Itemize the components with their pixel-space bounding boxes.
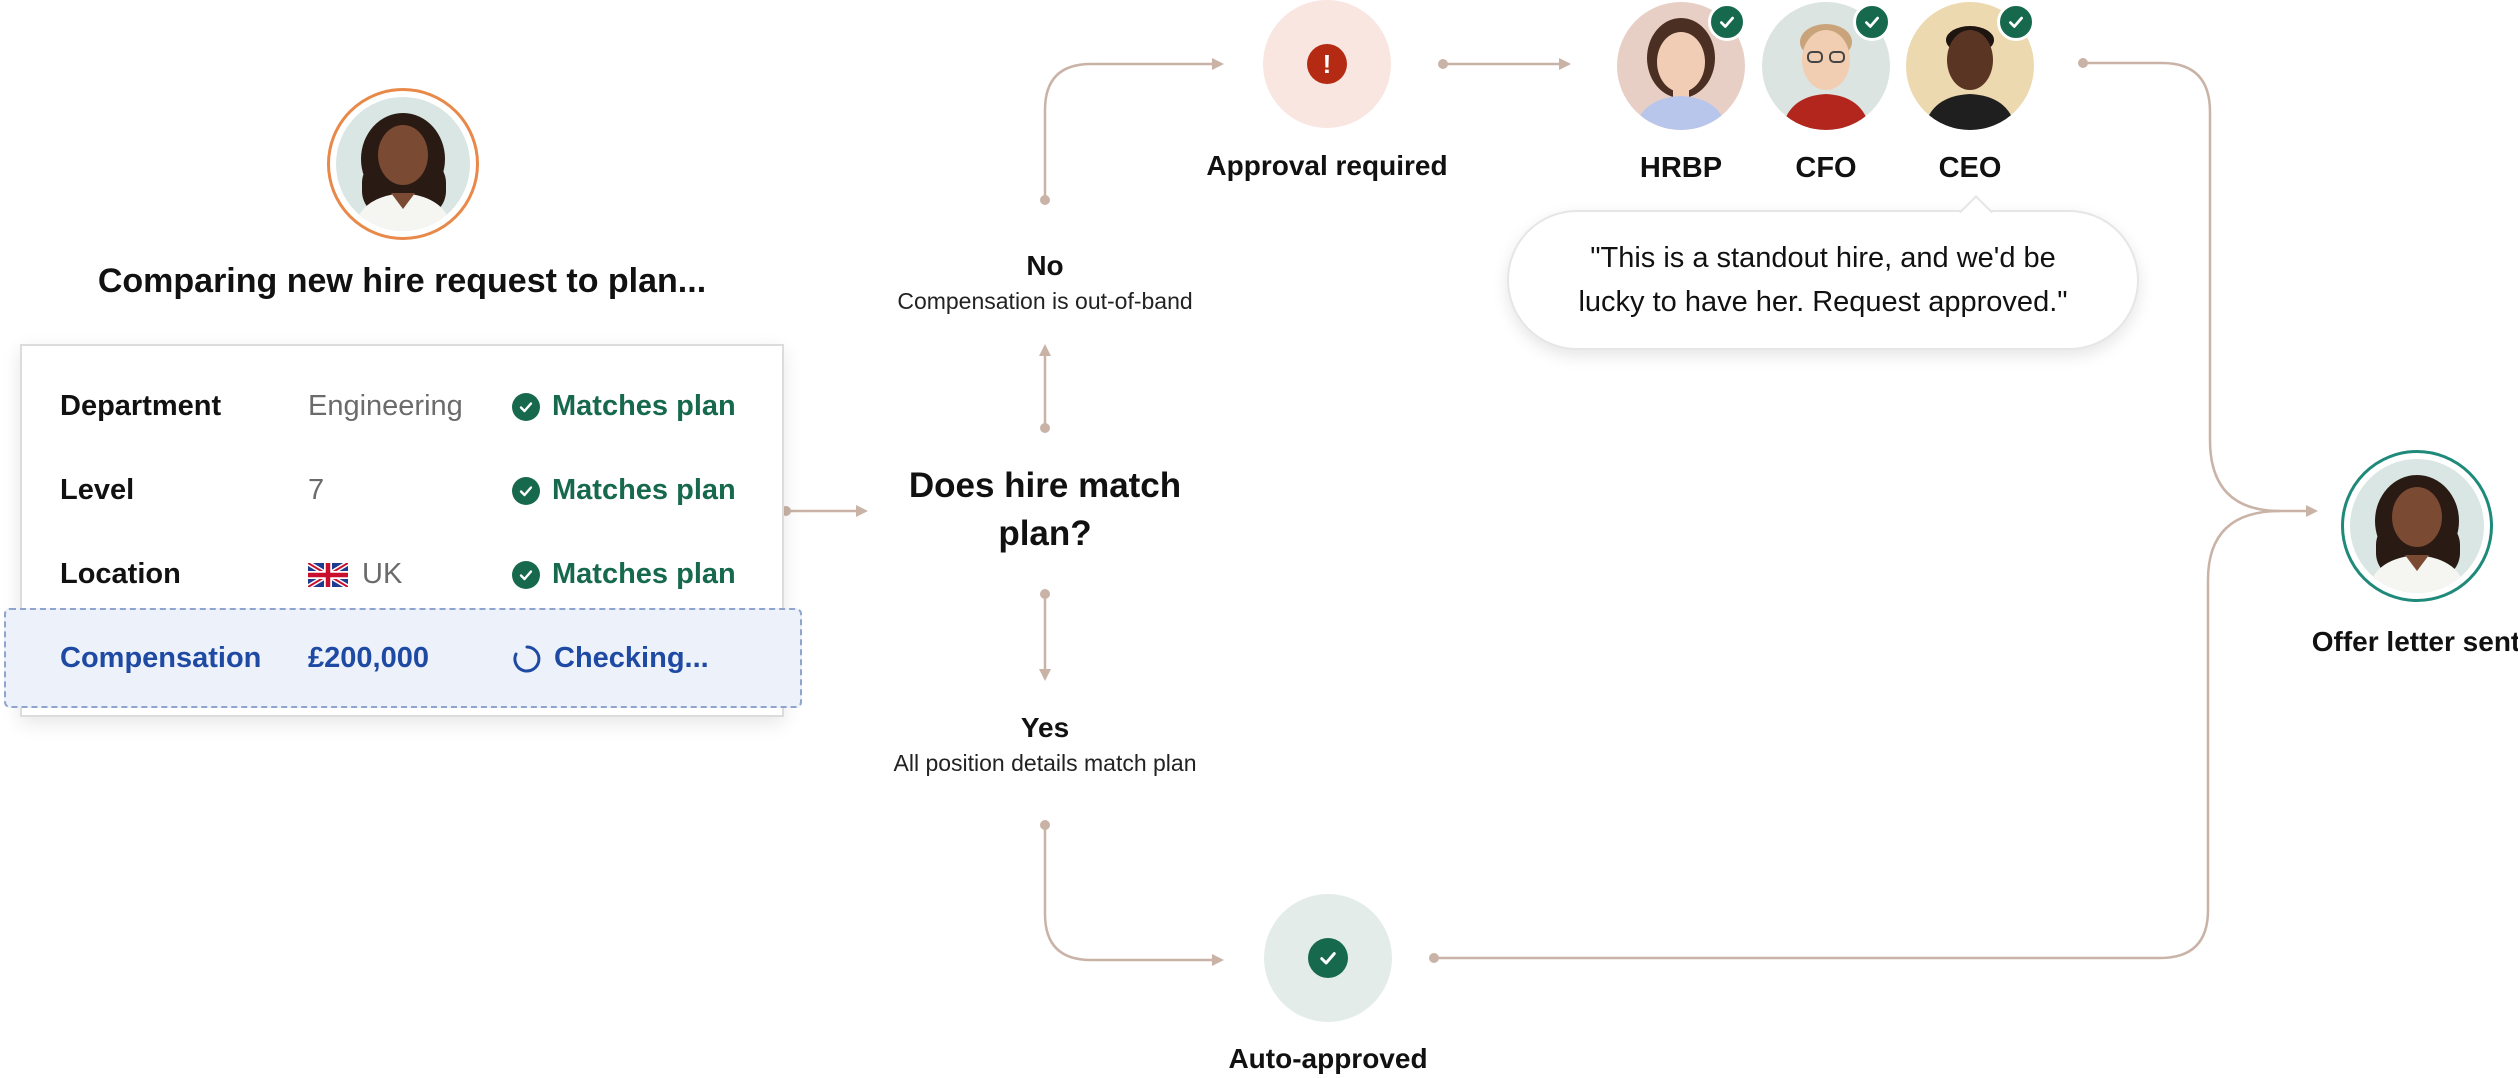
approval-quote-text: "This is a standout hire, and we'd be lu… — [1578, 242, 2068, 318]
row-status: Matches plan — [512, 474, 736, 507]
offer-candidate-avatar — [2350, 459, 2484, 593]
loading-spinner-icon — [513, 645, 541, 672]
row-status: Checking... — [512, 642, 709, 675]
row-label: Location — [60, 558, 181, 590]
approver-label-hrbp: HRBP — [1639, 152, 1723, 184]
yes-label: Yes — [1020, 712, 1070, 743]
row-label: Compensation — [60, 642, 262, 674]
offer-letter-label: Offer letter sent — [2311, 626, 2518, 657]
offer-avatar-ring — [2341, 450, 2493, 602]
row-value: Engineering — [308, 390, 463, 422]
approval-required-node: ! — [1263, 0, 1391, 128]
yes-sublabel: All position details match plan — [893, 750, 1197, 776]
candidate-avatar-ring — [327, 88, 479, 240]
approval-required-label: Approval required — [1206, 150, 1448, 181]
row-label: Department — [60, 390, 222, 422]
row-level: Level 7 Matches plan — [22, 452, 782, 532]
check-circle-icon — [512, 476, 540, 505]
check-circle-icon — [512, 392, 540, 421]
no-label: No — [1026, 250, 1064, 281]
request-title: Comparing new hire request to plan... — [97, 262, 707, 300]
approved-check-icon — [1853, 3, 1891, 41]
approval-quote-bubble: "This is a standout hire, and we'd be lu… — [1507, 210, 2139, 350]
exclamation-icon: ! — [1307, 44, 1347, 84]
approver-label-cfo: CFO — [1795, 152, 1857, 184]
decision-question: Does hire match plan? — [908, 466, 1182, 553]
row-compensation: Compensation £200,000 Checking... — [4, 608, 802, 708]
row-value: 7 — [308, 474, 325, 506]
row-status: Matches plan — [512, 558, 736, 591]
checkmark-icon — [1308, 938, 1348, 978]
check-circle-icon — [512, 560, 540, 589]
auto-approved-node — [1264, 894, 1392, 1022]
row-location: Location UK Matches plan — [22, 536, 782, 616]
approved-check-icon — [1708, 3, 1746, 41]
no-sublabel: Compensation is out-of-band — [897, 288, 1193, 314]
row-label: Level — [60, 474, 135, 506]
approved-check-icon — [1997, 3, 2035, 41]
row-value: UK — [308, 558, 402, 591]
approver-label-ceo: CEO — [1938, 152, 2002, 184]
candidate-avatar — [336, 97, 470, 231]
row-status: Matches plan — [512, 390, 736, 423]
row-value: £200,000 — [308, 642, 429, 674]
auto-approved-label: Auto-approved — [1228, 1043, 1428, 1074]
row-department: Department Engineering Matches plan — [22, 368, 782, 448]
uk-flag-icon — [308, 562, 348, 587]
